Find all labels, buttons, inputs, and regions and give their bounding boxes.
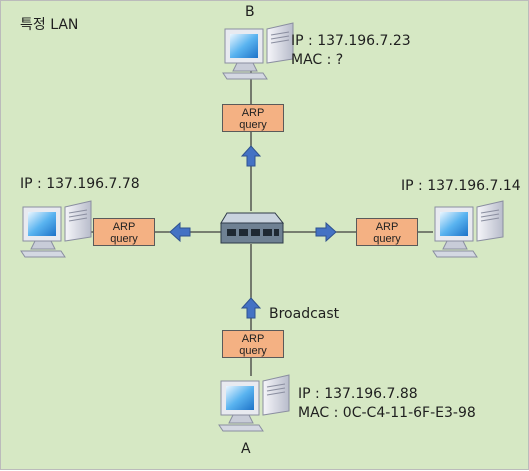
arrow-icon [241,297,261,319]
arp-query-line1: ARP [241,333,265,345]
computer-icon [218,374,290,432]
arp-query-box-left: ARP query [93,218,155,246]
arp-query-line2: query [373,233,401,245]
computer-icon [432,200,504,258]
arp-query-line1: ARP [112,221,136,233]
host-a-label: A [241,441,251,457]
arp-query-line1: ARP [375,221,399,233]
host-b-ip: IP : 137.196.7.23 [291,33,411,49]
lan-title: 특정 LAN [20,17,79,33]
arrow-icon [315,222,337,242]
arp-query-box-right: ARP query [356,218,418,246]
host-a-ip: IP : 137.196.7.88 [298,386,418,402]
host-b-label: B [245,4,255,20]
arp-query-line2: query [239,345,267,357]
arp-query-line1: ARP [241,107,265,119]
arp-query-line2: query [110,233,138,245]
arp-query-line2: query [239,119,267,131]
host-left-ip: IP : 137.196.7.78 [20,176,140,192]
arp-query-box-bottom: ARP query [222,330,284,358]
arrow-icon [241,145,261,167]
host-b-mac: MAC : ? [291,52,344,68]
arrow-icon [169,222,191,242]
switch-hub-icon [220,212,285,244]
computer-icon [222,22,294,80]
arp-query-box-top: ARP query [222,104,284,132]
host-right-ip: IP : 137.196.7.14 [401,178,521,194]
broadcast-label: Broadcast [269,306,340,322]
computer-icon [20,200,92,258]
host-a-mac: MAC : 0C-C4-11-6F-E3-98 [298,405,476,421]
